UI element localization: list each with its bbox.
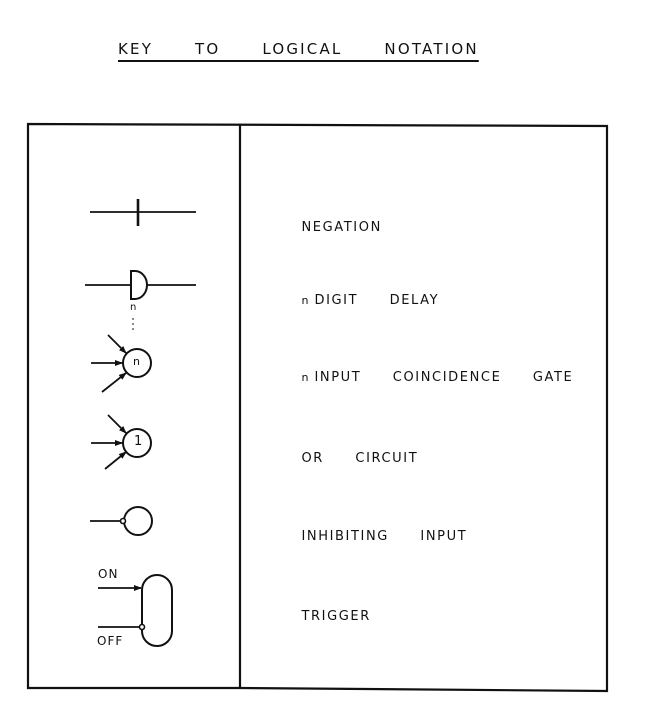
label-text: INHIBITING INPUT <box>301 529 468 544</box>
negation-symbol <box>90 199 196 226</box>
label-negation: NEGATION <box>270 205 382 235</box>
label-coincidence-gate: n INPUT COINCIDENCE GATE <box>270 355 573 385</box>
label-or-circuit: OR CIRCUIT <box>270 436 418 466</box>
trigger-symbol <box>98 574 173 647</box>
or-circuit-symbol <box>91 414 152 470</box>
coincidence-gate-threshold: n <box>133 355 141 368</box>
label-prefix: n <box>301 294 309 307</box>
key-table-frame <box>26 122 609 693</box>
label-text: TRIGGER <box>301 609 371 624</box>
label-prefix: n <box>301 371 309 384</box>
diagram-title: KEY TO LOGICAL NOTATION <box>118 40 479 58</box>
label-text: NEGATION <box>301 220 382 235</box>
delay-n-sublabel: n <box>130 302 138 313</box>
inhibiting-input-symbol <box>90 506 153 536</box>
delay-symbol <box>85 270 196 330</box>
label-trigger: TRIGGER <box>270 594 371 624</box>
label-text: DIGIT DELAY <box>314 293 440 308</box>
trigger-on-label: ON <box>98 567 119 581</box>
label-inhibiting-input: INHIBITING INPUT <box>270 514 467 544</box>
label-digit-delay: n DIGIT DELAY <box>270 278 439 308</box>
or-circuit-threshold: 1 <box>134 434 144 449</box>
label-text: OR CIRCUIT <box>301 451 419 466</box>
label-text: INPUT COINCIDENCE GATE <box>314 370 574 385</box>
coincidence-gate-symbol <box>91 334 152 393</box>
trigger-off-label: OFF <box>97 634 124 648</box>
